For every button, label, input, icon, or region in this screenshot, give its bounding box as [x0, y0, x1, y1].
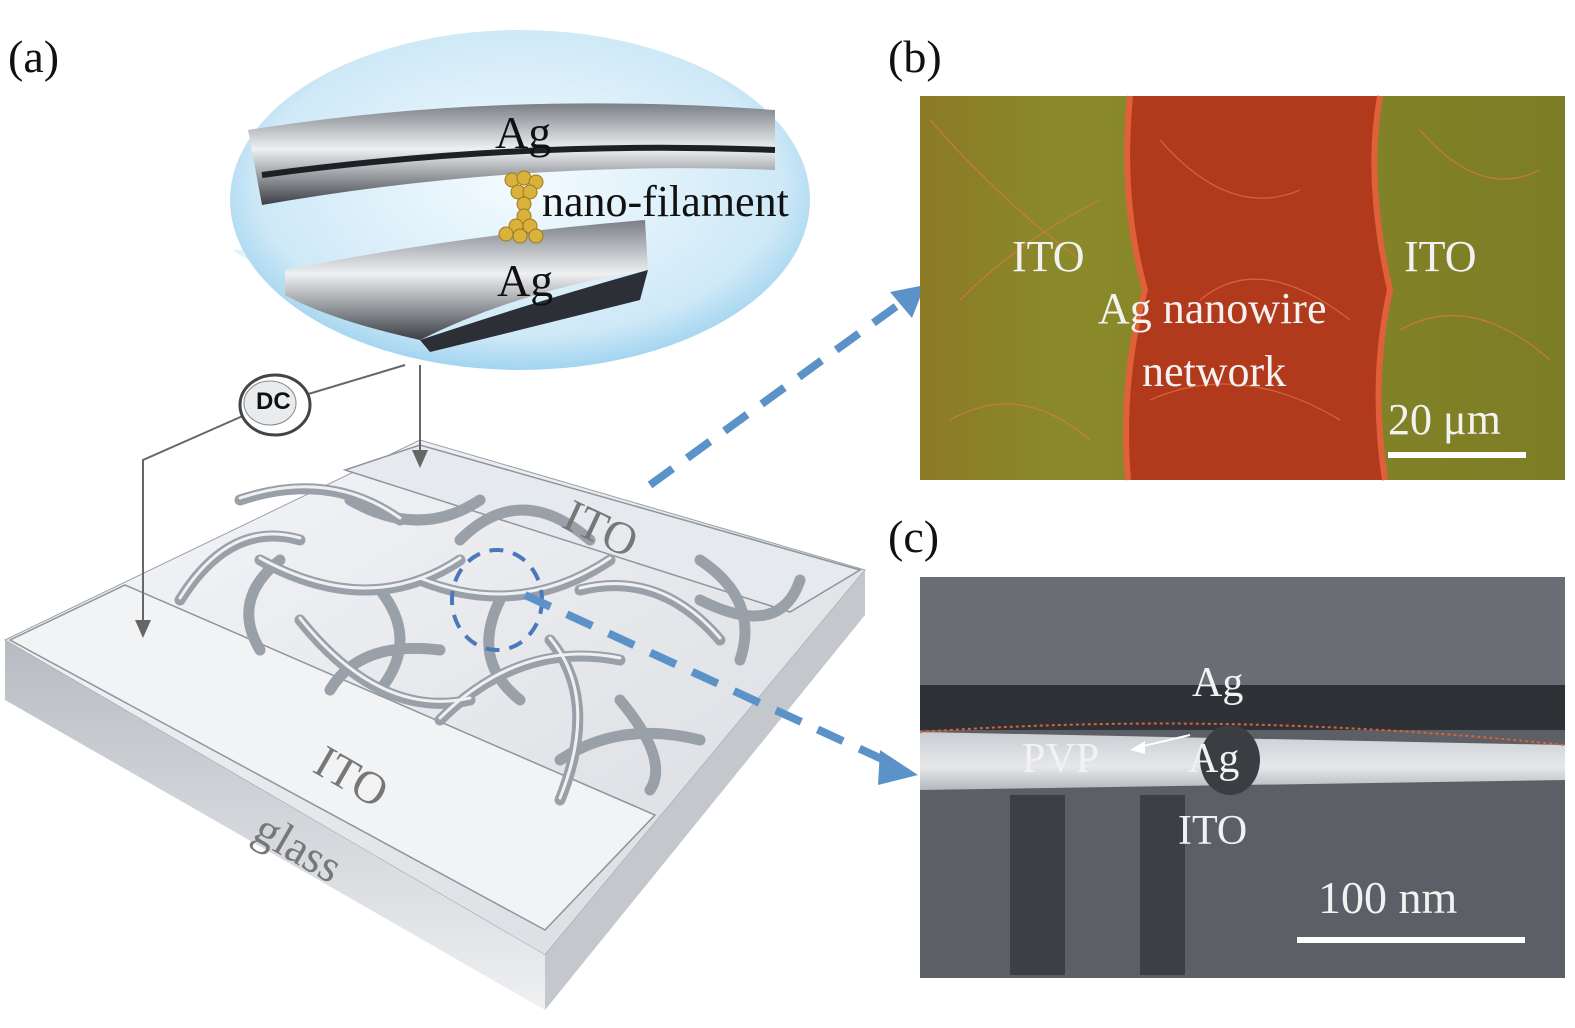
- scale-bar-c: [1297, 937, 1525, 943]
- micrograph-c-label-ito: ITO: [1178, 808, 1248, 854]
- wire-dc-to-bottom-electrode: [142, 414, 246, 625]
- micrograph-b-label-ito-right: ITO: [1404, 232, 1477, 281]
- micrograph-b-channel-edge-left: [1123, 95, 1149, 481]
- micrograph-c-column-2: [1140, 795, 1185, 975]
- micrograph-b-label-ito-left: ITO: [1012, 232, 1085, 281]
- micrograph-b-label-network: network: [1142, 347, 1287, 396]
- glass-substrate-side: [545, 570, 865, 1010]
- micrograph-c-top-layer: [920, 577, 1565, 687]
- arrow-to-panel-c: [523, 591, 897, 769]
- micrograph-b-scale-label: 20 μm: [1388, 395, 1501, 444]
- arrow-to-panel-b: [647, 296, 908, 489]
- micrograph-b-channel-edge-right: [1371, 95, 1394, 481]
- panel-a-label: (a): [8, 31, 60, 82]
- arrow-to-panel-c-head: [878, 750, 918, 785]
- micrograph-c-label-ag-bottom: Ag: [1188, 736, 1240, 782]
- inset-ag-wire-bottom: [285, 220, 648, 340]
- dc-source-label: DC: [256, 388, 291, 415]
- ag-nanowire-highlights: [178, 485, 722, 800]
- glass-substrate-front: [5, 640, 545, 1010]
- wire-dc-to-inset: [304, 364, 406, 396]
- micrograph-c-ag-particle: [1200, 725, 1260, 795]
- micrograph-c-column-1: [1010, 795, 1065, 975]
- inset-label-ag-top: Ag: [495, 107, 552, 158]
- nano-filament-atoms: [498, 170, 544, 244]
- ito-electrode-top: [342, 444, 862, 613]
- panel-c-label: (c): [888, 511, 940, 562]
- wire-arrowhead-bottom: [135, 620, 151, 638]
- wire-arrowhead-top: [412, 450, 428, 468]
- micrograph-b-channel: [1126, 96, 1390, 480]
- micrograph-c-scale-label: 100 nm: [1318, 872, 1458, 923]
- arrow-to-panel-b-head: [890, 285, 925, 318]
- ito-electrode-bottom: [8, 584, 657, 931]
- inset-ag-wire-bottom-edge: [420, 270, 648, 352]
- inset-ag-wire-top-shadow: [261, 144, 776, 178]
- pvp-pointer-head: [1130, 741, 1145, 754]
- micrograph-c-label-pvp: PVP: [1022, 736, 1100, 782]
- inset-label-nano-filament: nano-filament: [542, 177, 789, 226]
- panel-b-label: (b): [888, 31, 942, 82]
- micrograph-b-label-nanowire: Ag nanowire: [1098, 284, 1327, 333]
- micrograph-c-label-ag-top: Ag: [1192, 660, 1244, 706]
- scale-bar-b: [1388, 452, 1526, 458]
- inset-label-ag-bottom: Ag: [497, 255, 554, 306]
- dc-source-inner: [243, 380, 297, 426]
- micrograph-c-dark-layer: [920, 685, 1565, 730]
- micrograph-b-nanowires: [929, 119, 1551, 441]
